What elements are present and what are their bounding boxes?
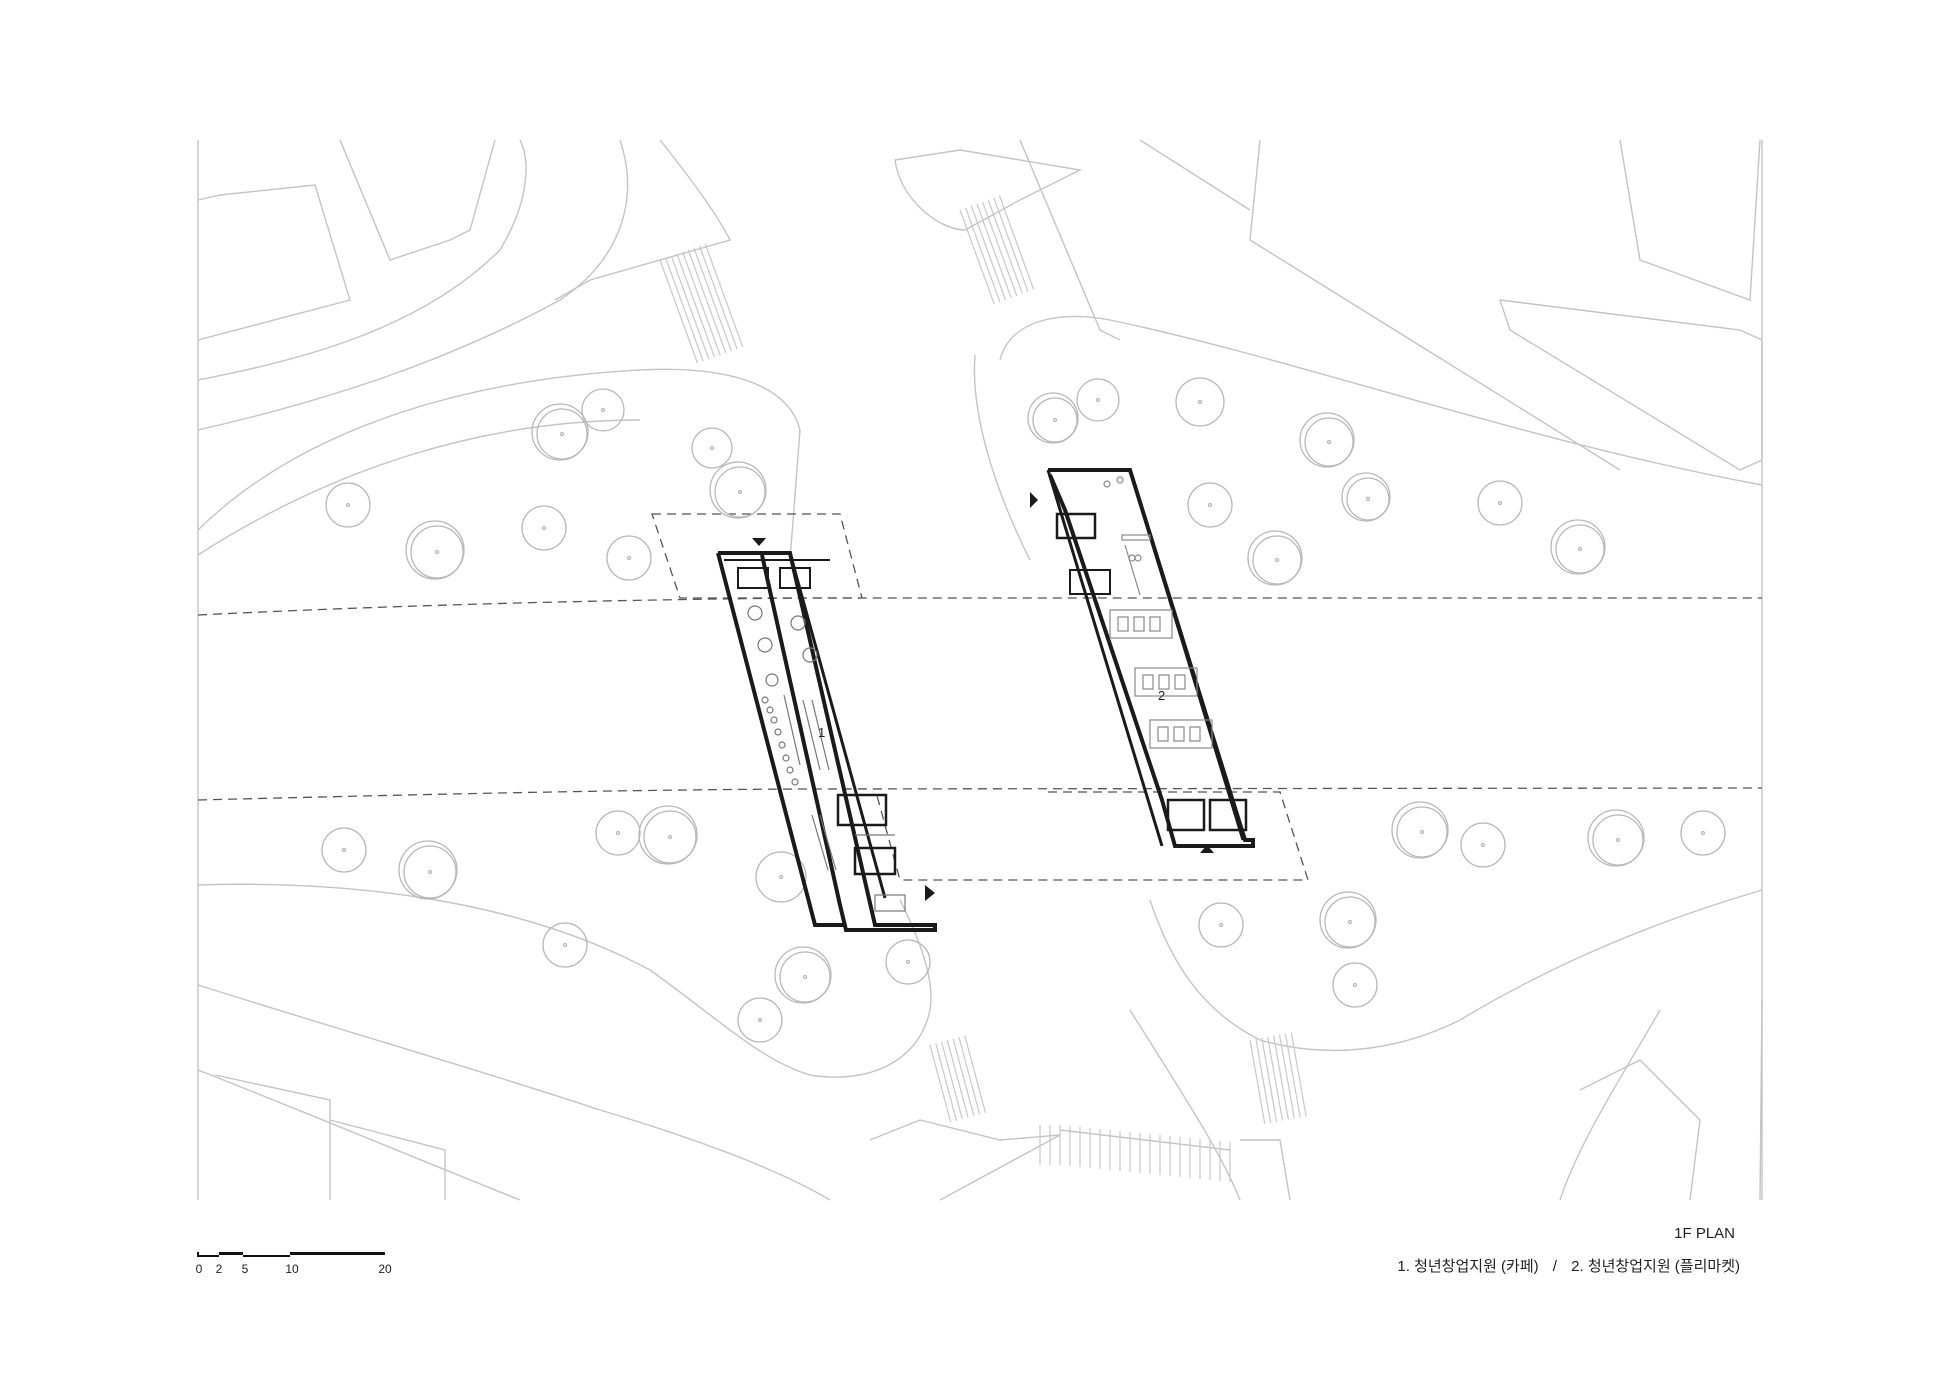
building-2: 2 [1030, 468, 1255, 853]
plan-legend: 1. 청년창업지원 (카페) / 2. 청년창업지원 (플리마켓) [1397, 1255, 1740, 1276]
legend-item-1-text: 청년창업지원 (카페) [1414, 1258, 1539, 1275]
building-1-label: 1 [818, 725, 825, 740]
trees [321, 377, 1726, 1043]
plan-title: 1F PLAN [1674, 1225, 1735, 1242]
scale-tick-2: 2 [215, 1262, 223, 1276]
scale-tick-0: 0 [195, 1262, 203, 1276]
crosswalks [659, 195, 1307, 1182]
ground-context [197, 139, 1763, 1201]
building-1: 1 [716, 538, 937, 932]
building-2-label: 2 [1158, 688, 1165, 703]
scale-tick-10: 10 [285, 1262, 299, 1276]
legend-separator: / [1552, 1258, 1557, 1275]
legend-item-2-text: 청년창업지원 (플리마켓) [1587, 1258, 1740, 1275]
scale-bar [197, 1252, 385, 1257]
dashed-lines [197, 513, 1763, 881]
scale-tick-20: 20 [378, 1262, 392, 1276]
scale-tick-5: 5 [241, 1262, 249, 1276]
legend-item-2-number: 2. [1571, 1258, 1584, 1275]
legend-item-1-number: 1. [1397, 1258, 1410, 1275]
